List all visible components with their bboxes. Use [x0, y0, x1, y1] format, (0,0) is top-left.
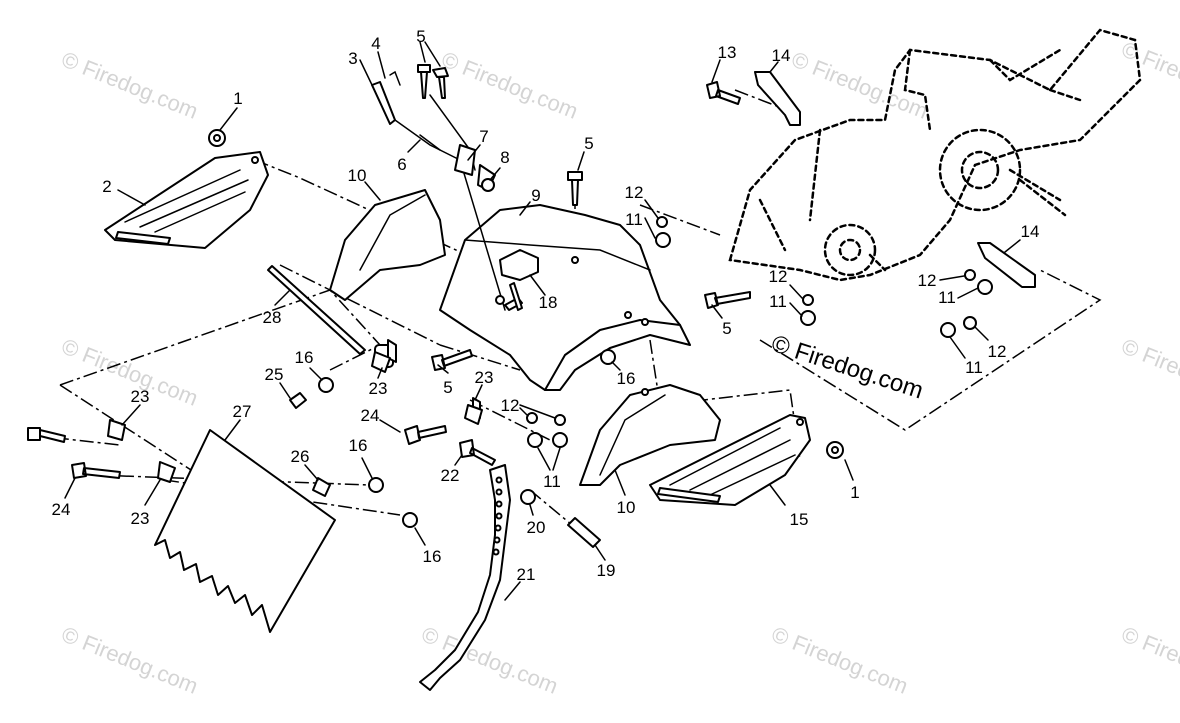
callout-label: 1 — [850, 483, 859, 502]
callout-label: 22 — [441, 466, 460, 485]
callout-label: 11 — [625, 210, 643, 229]
callout-label: 23 — [369, 379, 388, 398]
callout-label: 5 — [722, 319, 731, 338]
watermarks: © Firedog.com © Firedog.com © Firedog.co… — [58, 36, 1180, 698]
callout-label: 4 — [371, 34, 380, 53]
watermark-text: © Firedog.com — [58, 46, 201, 123]
bolts — [27, 64, 751, 548]
watermark-text: © Firedog.com — [1118, 36, 1180, 113]
callout-label: 23 — [131, 509, 150, 528]
callout-label: 20 — [527, 518, 546, 537]
callout-label: 15 — [790, 510, 809, 529]
callout-label: 13 — [718, 43, 737, 62]
brackets — [107, 71, 1036, 483]
callout-label: 25 — [265, 365, 284, 384]
callout-label: 19 — [597, 561, 616, 580]
watermark-text: © Firedog.com — [768, 621, 911, 698]
callouts: 1 1 2 3 4 5 5 5 5 6 7 8 9 10 10 11 11 — [52, 27, 1040, 601]
callout-label: 1 — [233, 89, 242, 108]
callout-label: 11 — [965, 358, 983, 377]
watermark-text: © Firedog.com — [1118, 621, 1180, 698]
callout-label: 6 — [397, 155, 406, 174]
callout-label: 10 — [617, 498, 636, 517]
callout-label: 10 — [348, 166, 367, 185]
callout-label: 5 — [416, 27, 425, 46]
callout-label: 23 — [131, 387, 150, 406]
callout-label: 12 — [769, 267, 788, 286]
watermark-text: © Firedog.com — [438, 46, 581, 123]
watermark-text: © Firedog.com — [58, 621, 201, 698]
depth-bar — [419, 464, 511, 691]
callout-label: 7 — [479, 127, 488, 146]
tiller-outline — [728, 28, 1142, 282]
callout-label: 16 — [423, 547, 442, 566]
callout-label: 26 — [291, 447, 310, 466]
callout-label: 11 — [938, 288, 956, 307]
right-shield — [649, 414, 811, 506]
watermark-text: © Firedog.com — [1118, 333, 1180, 410]
callout-label: 12 — [501, 396, 520, 415]
callout-label: 8 — [500, 148, 509, 167]
callout-label: 21 — [517, 565, 536, 584]
callout-label: 12 — [988, 342, 1007, 361]
watermark-text: © Firedog.com — [418, 621, 561, 698]
left-shield — [104, 151, 269, 249]
right-flap — [579, 384, 721, 486]
hardware — [208, 129, 993, 528]
serrated-flap — [154, 429, 336, 633]
watermark-text: © Firedog.com — [788, 46, 931, 123]
callout-label: 18 — [539, 293, 558, 312]
callout-label: 24 — [52, 500, 71, 519]
callout-label: 2 — [102, 177, 111, 196]
callout-label: 3 — [348, 49, 357, 68]
callout-label: 24 — [361, 406, 380, 425]
callout-label: 14 — [772, 46, 791, 65]
prominent-watermark: © Firedog.com — [768, 330, 926, 404]
callout-label: 28 — [263, 308, 282, 327]
callout-label: 5 — [443, 378, 452, 397]
callout-label: 12 — [625, 183, 644, 202]
callout-label: 14 — [1021, 222, 1040, 241]
callout-label: 16 — [617, 369, 636, 388]
callout-label: 11 — [543, 472, 561, 491]
callout-label: 16 — [295, 348, 314, 367]
callout-label: 16 — [349, 436, 368, 455]
callout-label: 5 — [584, 134, 593, 153]
left-flap — [329, 189, 446, 301]
callout-label: 23 — [475, 368, 494, 387]
callout-label: 27 — [233, 402, 252, 421]
callout-label: 9 — [531, 186, 540, 205]
callout-label: 12 — [918, 271, 937, 290]
callout-label: 11 — [769, 292, 787, 311]
